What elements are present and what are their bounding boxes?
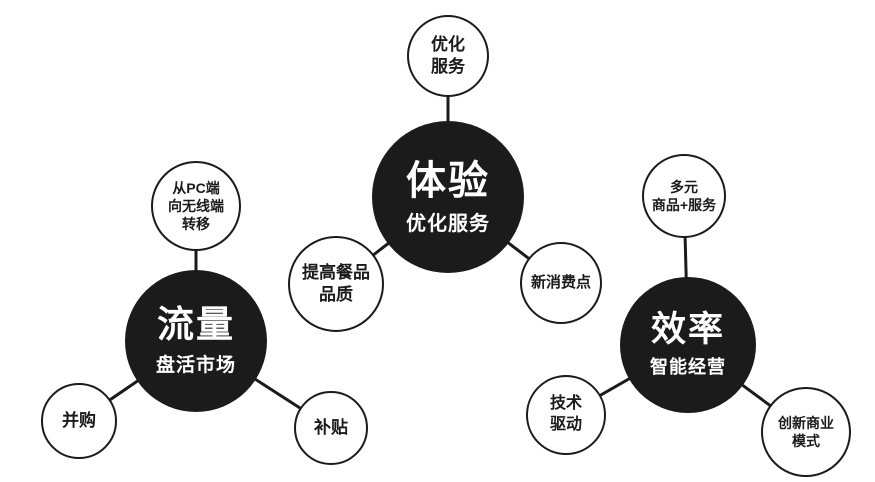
hub-experience-title: 体验 xyxy=(406,158,490,203)
satellite-mergers: 并购 xyxy=(41,383,117,459)
hub-traffic: 流量 盘活市场 xyxy=(125,270,267,412)
satellite-diverse-goods-services-label: 多元 商品+服务 xyxy=(651,178,717,213)
satellite-improve-food-quality-label: 提高餐品 品质 xyxy=(302,262,370,304)
hub-efficiency-subtitle: 智能经营 xyxy=(650,357,726,378)
satellite-innovative-business-model: 创新商业 模式 xyxy=(761,387,851,477)
hub-efficiency-title: 效率 xyxy=(650,309,725,349)
satellite-new-consumption-point-label: 新消费点 xyxy=(530,274,591,292)
satellite-technology-driven: 技术 驱动 xyxy=(526,375,606,455)
satellite-optimize-service-label: 优化 服务 xyxy=(431,34,465,76)
satellite-pc-to-wireless-label: 从PC端 向无线端 转移 xyxy=(168,179,224,233)
satellite-diverse-goods-services: 多元 商品+服务 xyxy=(642,154,726,238)
hub-traffic-subtitle: 盘活市场 xyxy=(155,354,236,376)
hub-experience: 体验 优化服务 xyxy=(372,121,524,273)
satellite-new-consumption-point: 新消费点 xyxy=(520,242,602,324)
satellite-innovative-business-model-label: 创新商业 模式 xyxy=(778,414,834,449)
satellite-mergers-label: 并购 xyxy=(62,410,96,430)
hub-traffic-title: 流量 xyxy=(157,304,235,346)
hub-experience-subtitle: 优化服务 xyxy=(406,212,490,235)
hub-efficiency: 效率 智能经营 xyxy=(620,277,756,413)
satellite-subsidies: 补贴 xyxy=(294,391,368,465)
satellite-optimize-service: 优化 服务 xyxy=(407,15,489,97)
satellite-improve-food-quality: 提高餐品 品质 xyxy=(288,236,384,332)
satellite-pc-to-wireless: 从PC端 向无线端 转移 xyxy=(151,161,241,251)
satellite-subsidies-label: 补贴 xyxy=(314,417,348,437)
satellite-technology-driven-label: 技术 驱动 xyxy=(549,395,582,433)
